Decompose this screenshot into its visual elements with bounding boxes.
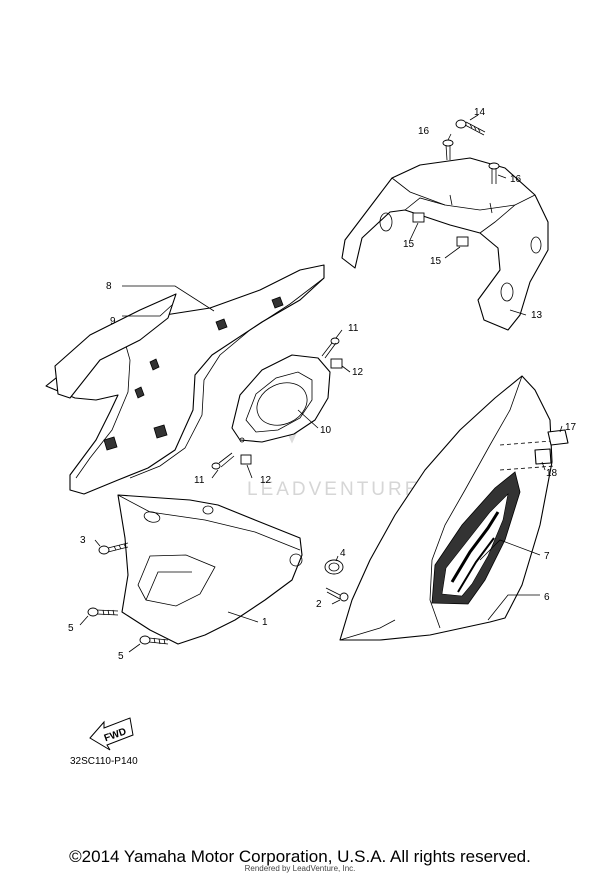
label-11b: 11 bbox=[194, 475, 205, 486]
label-11a: 11 bbox=[348, 323, 359, 334]
part-12-nut-a bbox=[330, 358, 343, 369]
rendered-by-text: Rendered by LeadVenture, Inc. bbox=[244, 864, 356, 873]
label-7: 7 bbox=[544, 551, 550, 562]
part-13-rear-frame bbox=[341, 157, 549, 331]
part-17-label bbox=[547, 429, 569, 446]
label-9: 9 bbox=[110, 316, 116, 327]
label-3: 3 bbox=[80, 535, 86, 546]
part-18-label bbox=[534, 448, 552, 465]
label-15b: 15 bbox=[430, 256, 442, 267]
label-14: 14 bbox=[474, 107, 486, 118]
part-labels: 1 2 3 4 5 5 6 7 8 9 10 11 11 12 12 13 14… bbox=[68, 107, 577, 662]
part-8-left-side-cover bbox=[45, 264, 325, 495]
label-5a: 5 bbox=[68, 623, 74, 634]
part-16-screw-b bbox=[488, 162, 500, 184]
part-5-bolt-b bbox=[139, 635, 169, 645]
part-5-bolt-a bbox=[87, 607, 119, 617]
part-11-screw-b bbox=[211, 452, 235, 470]
fwd-arrow-icon: FWD bbox=[89, 717, 134, 751]
part-2-screw bbox=[325, 587, 349, 602]
label-2: 2 bbox=[316, 599, 322, 610]
part-14-bolt bbox=[455, 119, 486, 136]
part-3-bolt bbox=[98, 542, 129, 555]
label-4: 4 bbox=[340, 548, 346, 559]
leader-lines bbox=[79, 114, 563, 653]
label-8: 8 bbox=[106, 281, 112, 292]
part-1-side-cover bbox=[117, 494, 303, 645]
part-7-emblem bbox=[431, 471, 521, 605]
label-10: 10 bbox=[320, 425, 332, 436]
copyright-text: ©2014 Yamaha Motor Corporation, U.S.A. A… bbox=[69, 847, 531, 866]
part-16-screw-a bbox=[442, 139, 454, 161]
part-12-nut-b bbox=[240, 454, 252, 465]
part-11-screw-a bbox=[321, 337, 340, 359]
label-12b: 12 bbox=[260, 475, 272, 486]
part-4-grommet bbox=[324, 559, 344, 575]
label-6: 6 bbox=[544, 592, 550, 603]
label-17: 17 bbox=[565, 422, 577, 433]
part-6-right-side-cover bbox=[339, 375, 566, 641]
label-5b: 5 bbox=[118, 651, 124, 662]
diagram-code: 32SC110-P140 bbox=[70, 756, 138, 767]
label-1: 1 bbox=[262, 617, 268, 628]
label-15a: 15 bbox=[403, 239, 415, 250]
watermark-text: LEADVENTURE bbox=[247, 479, 420, 500]
part-15-clip-b bbox=[456, 236, 469, 247]
label-13: 13 bbox=[531, 310, 543, 321]
label-18: 18 bbox=[546, 468, 558, 479]
part-10-center-cover bbox=[231, 354, 331, 443]
label-16b: 16 bbox=[510, 174, 522, 185]
label-16a: 16 bbox=[418, 126, 430, 137]
label-12a: 12 bbox=[352, 367, 364, 378]
part-15-clip-a bbox=[412, 212, 425, 223]
part-9-decal bbox=[54, 293, 177, 399]
